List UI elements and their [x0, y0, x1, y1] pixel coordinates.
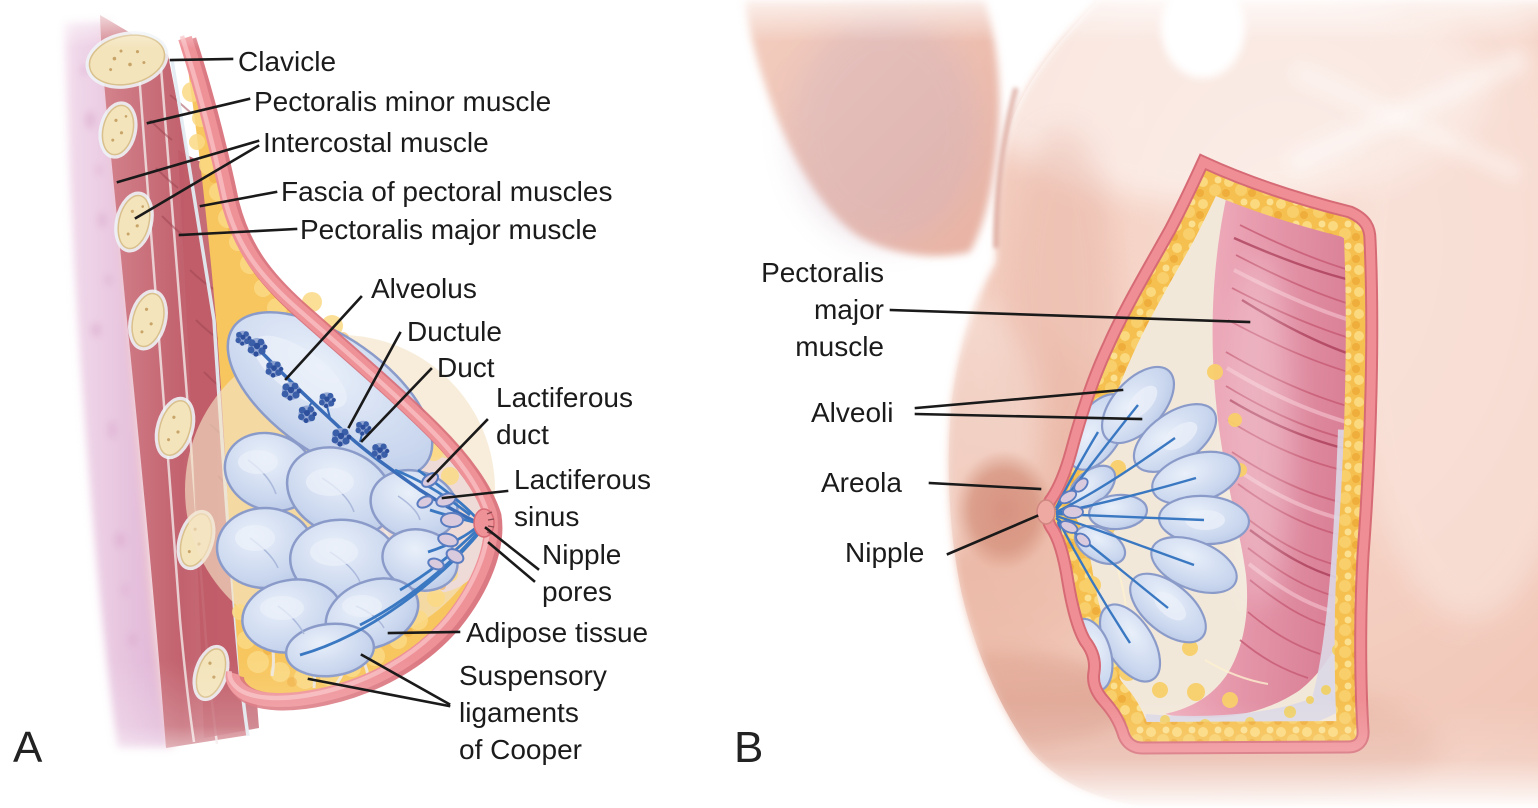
leader-lactiferous-duct	[426, 418, 489, 483]
leader-lines	[116, 57, 1251, 708]
label-alveolus: Alveolus	[371, 273, 477, 304]
cut-rim	[1040, 153, 1379, 755]
label-nipple-b: Nipple	[845, 537, 925, 568]
leader-areola	[928, 481, 1042, 491]
leader-cooper-2	[307, 677, 451, 708]
leader-intercostal-1	[116, 139, 260, 184]
mammary-gland-lobes	[215, 311, 459, 678]
label-pectoralis-minor: Pectoralis minor muscle	[254, 86, 552, 117]
leader-nipple-b	[946, 514, 1039, 556]
label-areola: Areola	[821, 467, 902, 498]
leader-alveoli-2	[914, 412, 1143, 421]
leader-lactiferous-sinus	[441, 489, 509, 500]
label-alveoli: Alveoli	[811, 397, 894, 428]
label-fascia: Fascia of pectoral muscles	[281, 176, 613, 207]
label-ductule: Ductule	[407, 316, 502, 347]
leader-pectoralis-major-b	[889, 308, 1251, 324]
label-lactiferous-sinus: Lactiferous sinus	[514, 464, 651, 532]
label-suspensory: Suspensory ligaments of Cooper	[459, 660, 607, 765]
label-pectoralis-major-a: Pectoralis major muscle	[300, 214, 598, 245]
panel-b-letter: B	[734, 723, 764, 772]
label-duct: Duct	[437, 352, 495, 383]
label-clavicle: Clavicle	[238, 46, 337, 77]
nipple-b	[1036, 499, 1056, 525]
leader-nipple-pores-2	[487, 541, 536, 583]
label-nipple-pores: Nipple pores	[542, 539, 622, 607]
leader-intercostal-2	[134, 144, 260, 220]
panel-a-illustration	[0, 0, 680, 808]
leader-ductule	[347, 331, 402, 429]
leader-adipose	[387, 630, 461, 635]
rib	[114, 191, 154, 253]
rib	[98, 101, 138, 159]
label-adipose-tissue: Adipose tissue	[466, 617, 649, 648]
leader-nipple-pores-1	[484, 526, 540, 571]
panel-a-letter: A	[13, 723, 43, 772]
leader-cooper-1	[360, 653, 451, 706]
leader-clavicle	[169, 57, 234, 62]
leader-alveolus	[284, 295, 363, 381]
leader-pectoralis-major-a	[178, 227, 298, 237]
label-intercostal: Intercostal muscle	[263, 127, 489, 158]
label-lactiferous-duct: Lactiferous duct	[496, 382, 633, 450]
leader-duct	[360, 367, 433, 443]
leader-fascia	[199, 190, 278, 208]
leader-pectoralis-minor	[146, 97, 251, 125]
sinuses-b	[1058, 477, 1091, 548]
rib	[154, 396, 196, 460]
label-pectoralis-major-b: Pectoralis major muscle	[761, 257, 884, 362]
leader-alveoli-1	[914, 388, 1124, 410]
